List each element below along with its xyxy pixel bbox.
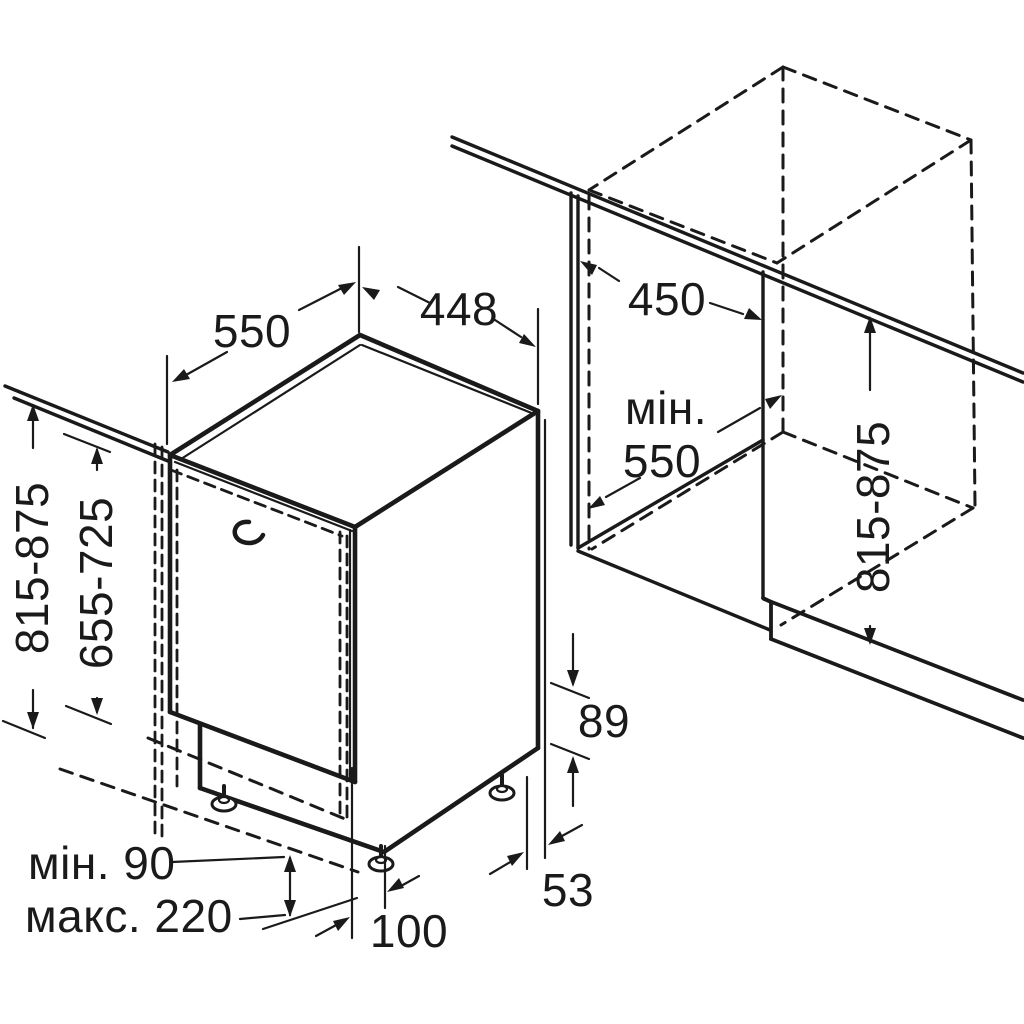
dim-plinth-max-label: макс. 220 bbox=[25, 890, 233, 942]
dim-niche-height-label: 815-875 bbox=[847, 421, 899, 593]
dim-front-foot-offset-label: 100 bbox=[370, 905, 448, 957]
adjustable-foot-front-left bbox=[210, 784, 238, 813]
dimension-arrowheads bbox=[27, 261, 876, 931]
dim-top-depth-label: 550 bbox=[213, 305, 291, 357]
adjustable-foot-rear-right bbox=[488, 773, 516, 802]
dim-niche-depth-min-prefix: мін. bbox=[625, 382, 707, 434]
dim-top-width-label: 448 bbox=[420, 283, 498, 335]
appliance-space-dashed-box bbox=[587, 65, 977, 627]
countertop-right bbox=[450, 135, 1024, 384]
niche-side-wall bbox=[569, 191, 772, 632]
dim-overall-height-label: 815-875 bbox=[6, 482, 58, 654]
extension-lines bbox=[165, 245, 540, 940]
dim-rear-foot-offset-label: 53 bbox=[542, 864, 594, 916]
decor-door-panel-dashed bbox=[169, 468, 349, 820]
adjacent-cabinet-wall-dashed bbox=[153, 442, 164, 843]
dishwasher-outline bbox=[167, 332, 547, 860]
dim-rear-base-height-label: 89 bbox=[578, 695, 630, 747]
dimension-lines bbox=[31, 266, 872, 938]
dim-door-panel-height-label: 655-725 bbox=[70, 497, 122, 669]
tick-lines bbox=[1, 432, 591, 931]
plinth-hidden-dashed bbox=[58, 736, 360, 874]
niche-plinth bbox=[761, 596, 1024, 740]
door-handle-icon bbox=[232, 519, 266, 546]
dim-niche-width-label: 450 bbox=[628, 273, 706, 325]
countertop-left bbox=[3, 384, 170, 463]
dim-plinth-min-label: мін. 90 bbox=[28, 837, 175, 889]
dim-niche-depth-min-value: 550 bbox=[623, 435, 701, 487]
